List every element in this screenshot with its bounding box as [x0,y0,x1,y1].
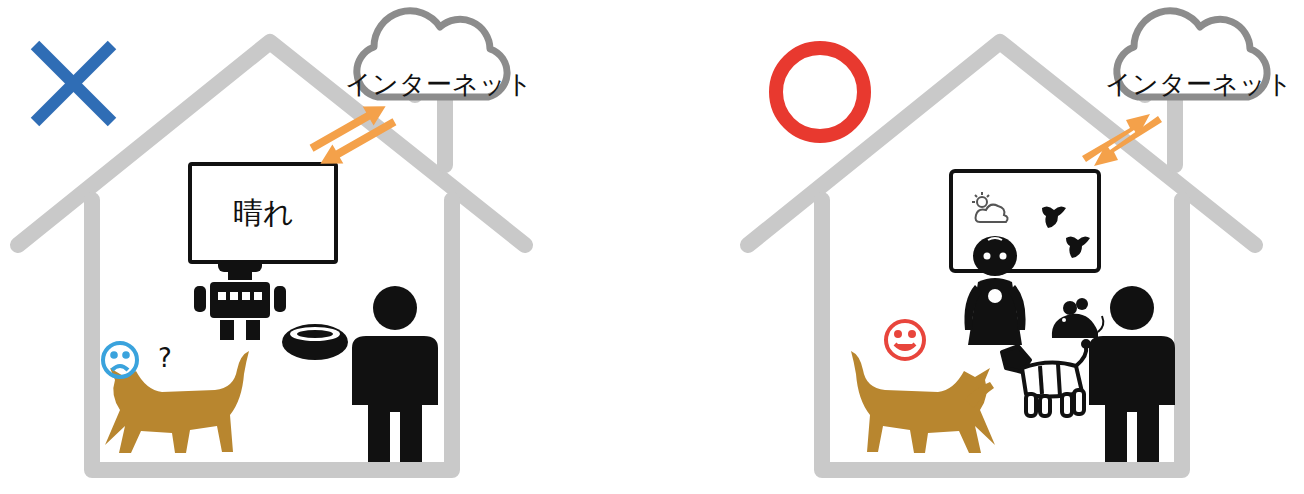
person-icon [1089,286,1175,462]
person-icon [352,286,438,462]
data-arrows [1082,114,1162,166]
cloud-node: インターネット [1100,5,1280,110]
question-mark: ? [158,343,172,373]
cross-mark [35,45,112,122]
arrow-shape [320,118,396,164]
house-outline [748,42,1255,470]
arrow-shape [310,106,386,152]
cloud-label: インターネット [1105,67,1293,102]
data-flow-arrows [310,106,397,164]
happy-face-icon [886,321,924,359]
screen-text: 晴れ [233,193,294,234]
robot-dog-icon [1002,341,1089,416]
humanoid-robot-icon [964,236,1025,345]
cat-icon [851,351,995,453]
cat-icon [105,351,249,453]
circle-mark [776,48,864,136]
toy-mouse-icon [1052,298,1104,338]
cloud-node: インターネット [340,5,520,110]
robot-vacuum-icon [282,324,348,360]
house-outline [18,42,525,470]
cloud-label: インターネット [345,67,533,102]
screen-box: 晴れ [188,162,338,264]
sad-face-icon [103,343,137,377]
cat-paw [965,382,994,408]
